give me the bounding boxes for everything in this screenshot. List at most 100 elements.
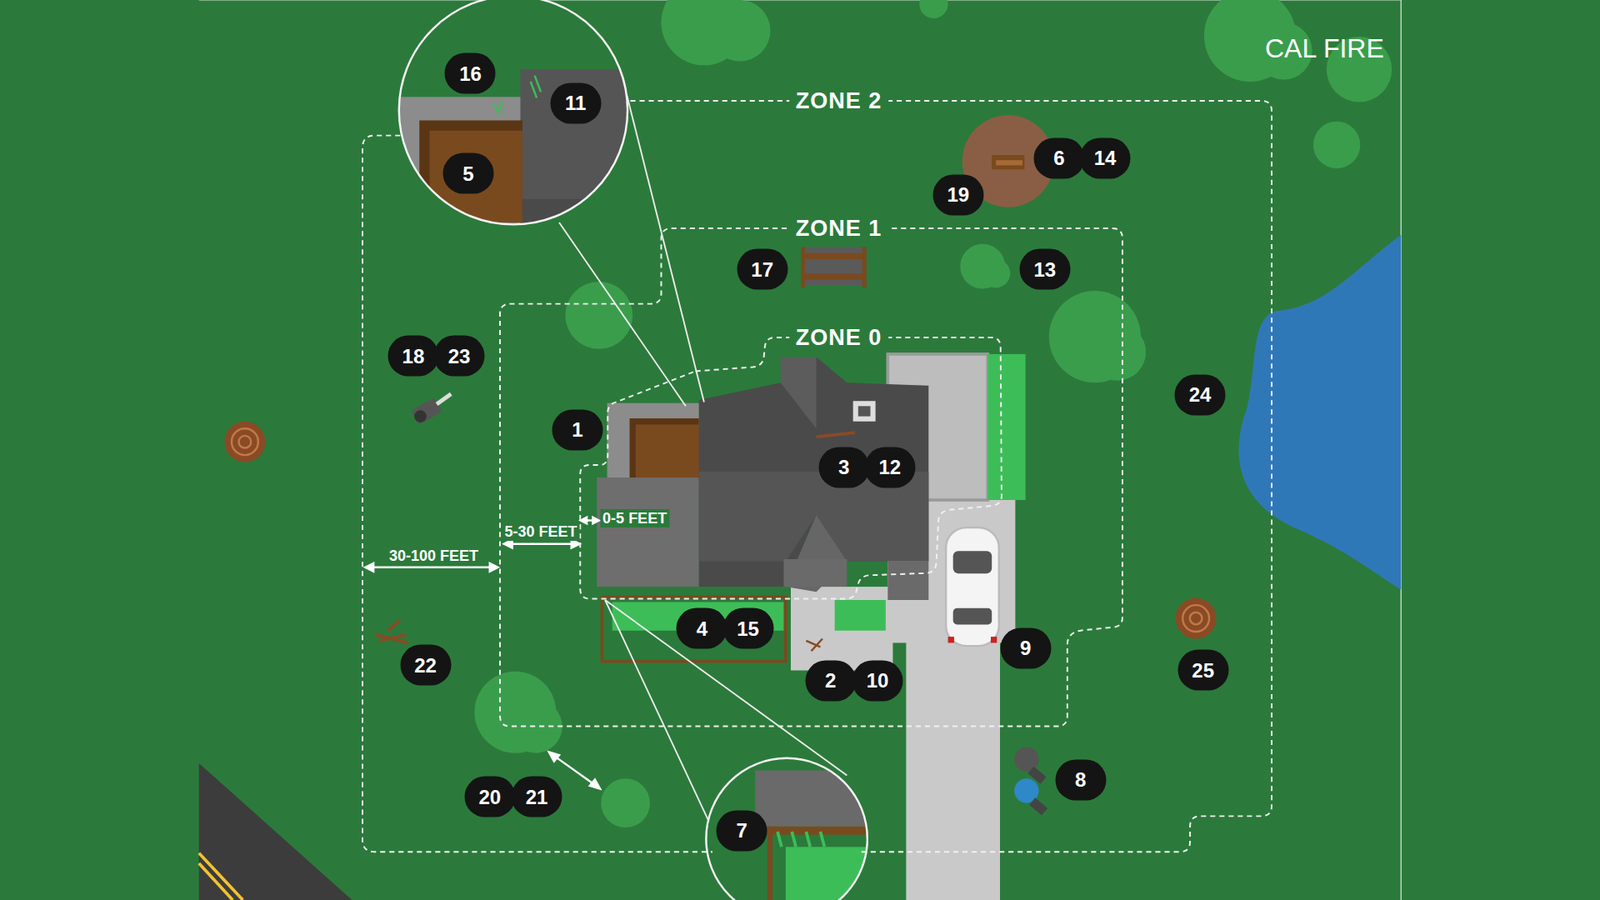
dimension-label: 5-30 FEET: [501, 522, 580, 541]
callout-number: 10: [852, 660, 904, 701]
dimension-arrow: [580, 517, 587, 524]
callout-number: 23: [434, 335, 485, 377]
callout-number: 4: [676, 608, 728, 650]
tree: [919, 0, 948, 19]
zone-heading: ZONE 0: [789, 324, 890, 351]
car: [953, 608, 993, 625]
zone-boundary: [628, 100, 1271, 852]
zone-region: ZONE 0: [579, 337, 1002, 600]
garden-bed: [612, 601, 785, 630]
magnifier-detail: [520, 69, 635, 233]
magnifier-frame: [705, 758, 867, 900]
callout-number: 22: [400, 645, 451, 686]
zone-outline: [500, 228, 1123, 727]
tree-stump: [224, 421, 265, 463]
magnifier-line: [605, 600, 847, 776]
tree-stump: [1190, 612, 1203, 625]
dimension-arrow: [490, 563, 499, 572]
tree: [600, 778, 650, 828]
zone-boundary: [580, 337, 1003, 599]
dimension-arrow: [504, 540, 513, 549]
dimension-arrow: [505, 542, 578, 545]
callout-number: 2: [805, 660, 856, 701]
magnifier-detail: [777, 831, 825, 847]
zone-outline: [362, 100, 1272, 853]
magnifier-detail: [430, 130, 523, 223]
bench: [800, 246, 805, 288]
magnifier-detail: [419, 120, 523, 222]
driveway: [905, 632, 1000, 900]
tree-stump: [231, 428, 259, 455]
callout-number: 9: [1000, 627, 1051, 669]
trash-bins: [1027, 766, 1046, 785]
callout-number: 15: [722, 608, 774, 650]
magnifier-detail: [755, 770, 873, 826]
bench: [800, 273, 866, 280]
dimension-arrow: [365, 517, 599, 572]
zone-heading: ZONE 1: [789, 215, 890, 242]
bench: [862, 246, 867, 288]
lawn-mower: [436, 394, 451, 405]
house: [783, 559, 847, 587]
watermark: CAL FIRE: [1265, 32, 1385, 64]
dead-branches: [375, 635, 409, 644]
fire-pit: [995, 160, 1023, 165]
house: [816, 432, 856, 437]
road: [199, 853, 244, 900]
magnifier-detail: [704, 757, 873, 900]
house: [853, 400, 876, 421]
road: [199, 863, 233, 900]
house: [780, 357, 817, 430]
callout-number: 11: [550, 82, 601, 124]
bench: [800, 246, 866, 286]
spacing-arrow: [553, 755, 596, 786]
driveway: [790, 586, 893, 670]
callout-number: 19: [932, 174, 984, 215]
house: [596, 357, 929, 600]
car: [990, 636, 997, 643]
magnifier-detail: [767, 826, 773, 900]
dead-branches: [387, 620, 400, 630]
callout-number: 3: [818, 446, 870, 488]
spacing-arrow: [549, 751, 600, 789]
magnifier-line: [559, 222, 686, 406]
debris: [805, 639, 823, 652]
magnifier-detail: [704, 757, 873, 900]
tree: [1255, 22, 1313, 80]
dimension-arrow: [592, 517, 599, 524]
callout-number: 1: [552, 409, 604, 450]
callout-number: 20: [464, 776, 515, 818]
magnifier-line: [559, 94, 847, 830]
lawn-mower: [410, 394, 451, 425]
callout-number: 16: [445, 53, 496, 95]
zone-region: ZONE 2ZONE 1ZONE 0: [362, 100, 1272, 853]
dimension-arrow: [571, 540, 580, 549]
dead-branches: [380, 635, 407, 641]
garden-bed: [835, 600, 886, 631]
tree: [709, 0, 770, 61]
callout-number: 6: [1034, 137, 1085, 179]
tree-stump: [1182, 605, 1210, 632]
trash-bins: [1029, 797, 1048, 815]
magnifier-frame: [399, 0, 628, 225]
debris: [810, 639, 822, 652]
callout-number: 12: [864, 446, 915, 488]
car: [945, 527, 1000, 646]
house: [596, 477, 699, 587]
magnifier-detail: [765, 826, 867, 835]
dimension-label: 0-5 FEET: [600, 509, 670, 528]
callout-number: 7: [716, 810, 768, 851]
car: [945, 527, 1000, 646]
dead-branches: [375, 620, 409, 643]
tree-stump: [1175, 598, 1217, 640]
magnifier-line: [605, 600, 713, 829]
zone-region: ZONE 1ZONE 0: [500, 228, 1123, 727]
house: [858, 405, 871, 416]
zone-boundary: [500, 228, 1123, 727]
house: [887, 560, 929, 600]
bench: [800, 246, 866, 288]
callout-number: 18: [387, 335, 439, 377]
callout-number: 25: [1177, 650, 1229, 691]
house: [635, 424, 700, 478]
